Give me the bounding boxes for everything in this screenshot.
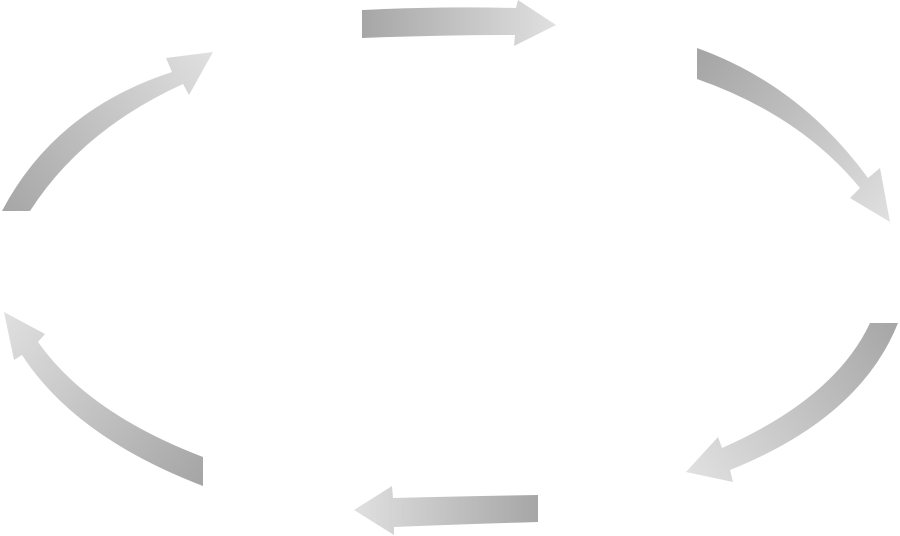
arrow-right-icon [362, 0, 556, 46]
arrow-curve-down-icon [697, 48, 890, 222]
arrow-curve-down-left-icon [686, 323, 898, 482]
arrow-left-icon [354, 486, 538, 535]
arrow-curve-up-icon [4, 312, 203, 486]
arrow-curve-up-right-icon [2, 52, 213, 211]
